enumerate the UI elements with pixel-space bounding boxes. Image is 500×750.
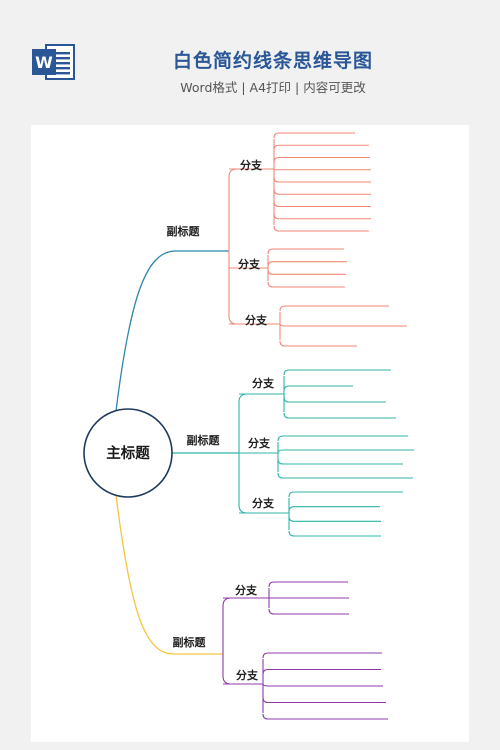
main-branch-line-1	[115, 250, 229, 412]
branch-node: 分支	[235, 583, 258, 597]
leaf-line	[288, 516, 381, 522]
leaf-line	[262, 713, 388, 720]
leaf-line	[268, 608, 349, 615]
leaf-line	[273, 225, 369, 232]
leaf-line	[279, 340, 357, 347]
root-node-label: 主标题	[106, 444, 150, 462]
leaf-line	[273, 176, 371, 183]
leaf-line	[277, 449, 414, 454]
leaf-line	[262, 683, 383, 687]
leaf-line	[288, 530, 381, 537]
branch-node: 分支	[252, 376, 275, 390]
leaf-line	[262, 652, 382, 659]
word-document-icon: W	[32, 44, 75, 80]
branch-node: 分支	[245, 313, 268, 327]
leaf-line	[288, 491, 403, 498]
leaf-line	[277, 472, 413, 479]
subtitle-node-3: 副标题	[173, 635, 207, 649]
leaf-line	[283, 412, 396, 419]
leaf-line	[283, 369, 391, 376]
leaf-line	[273, 213, 371, 220]
leaf-line	[273, 132, 355, 139]
branch-node: 分支	[236, 668, 259, 682]
leaf-line	[283, 396, 386, 403]
document-page: 副标题分支分支分支副标题分支分支分支副标题分支分支主标题	[31, 125, 469, 742]
page-title: 白色简约线条思维导图	[172, 50, 373, 72]
page-header: W 白色简约线条思维导图 Word格式 | A4打印 | 内容可更改	[0, 0, 500, 120]
leaf-line	[273, 201, 371, 208]
leaf-line	[267, 261, 347, 267]
leaf-line	[267, 248, 344, 255]
leaf-line	[262, 668, 381, 675]
subtitle-node-1: 副标题	[167, 224, 201, 238]
page-subtitle: Word格式 | A4打印 | 内容可更改	[180, 80, 366, 95]
main-branch-line-3	[115, 494, 223, 655]
leaf-line	[277, 458, 403, 465]
subtitle-node-2: 副标题	[187, 433, 221, 447]
leaf-line	[283, 385, 353, 392]
leaf-line	[262, 697, 386, 704]
leaf-line	[288, 506, 380, 512]
branch-node: 分支	[238, 257, 261, 271]
leaf-line	[267, 281, 345, 288]
leaf-line	[273, 144, 369, 151]
leaf-line	[279, 323, 407, 327]
leaf-line	[267, 269, 346, 275]
leaf-line	[268, 581, 348, 588]
branch-bracket-3	[222, 597, 232, 685]
branch-node: 分支	[240, 158, 263, 172]
branch-bracket-1	[228, 168, 238, 325]
word-icon-letter: W	[35, 53, 53, 72]
branch-node: 分支	[248, 436, 271, 450]
leaf-line	[277, 435, 408, 442]
root-node-circle	[83, 408, 173, 498]
branch-node: 分支	[252, 496, 275, 510]
leaf-line	[279, 305, 389, 312]
leaf-line	[273, 156, 370, 163]
leaf-line	[273, 189, 371, 195]
